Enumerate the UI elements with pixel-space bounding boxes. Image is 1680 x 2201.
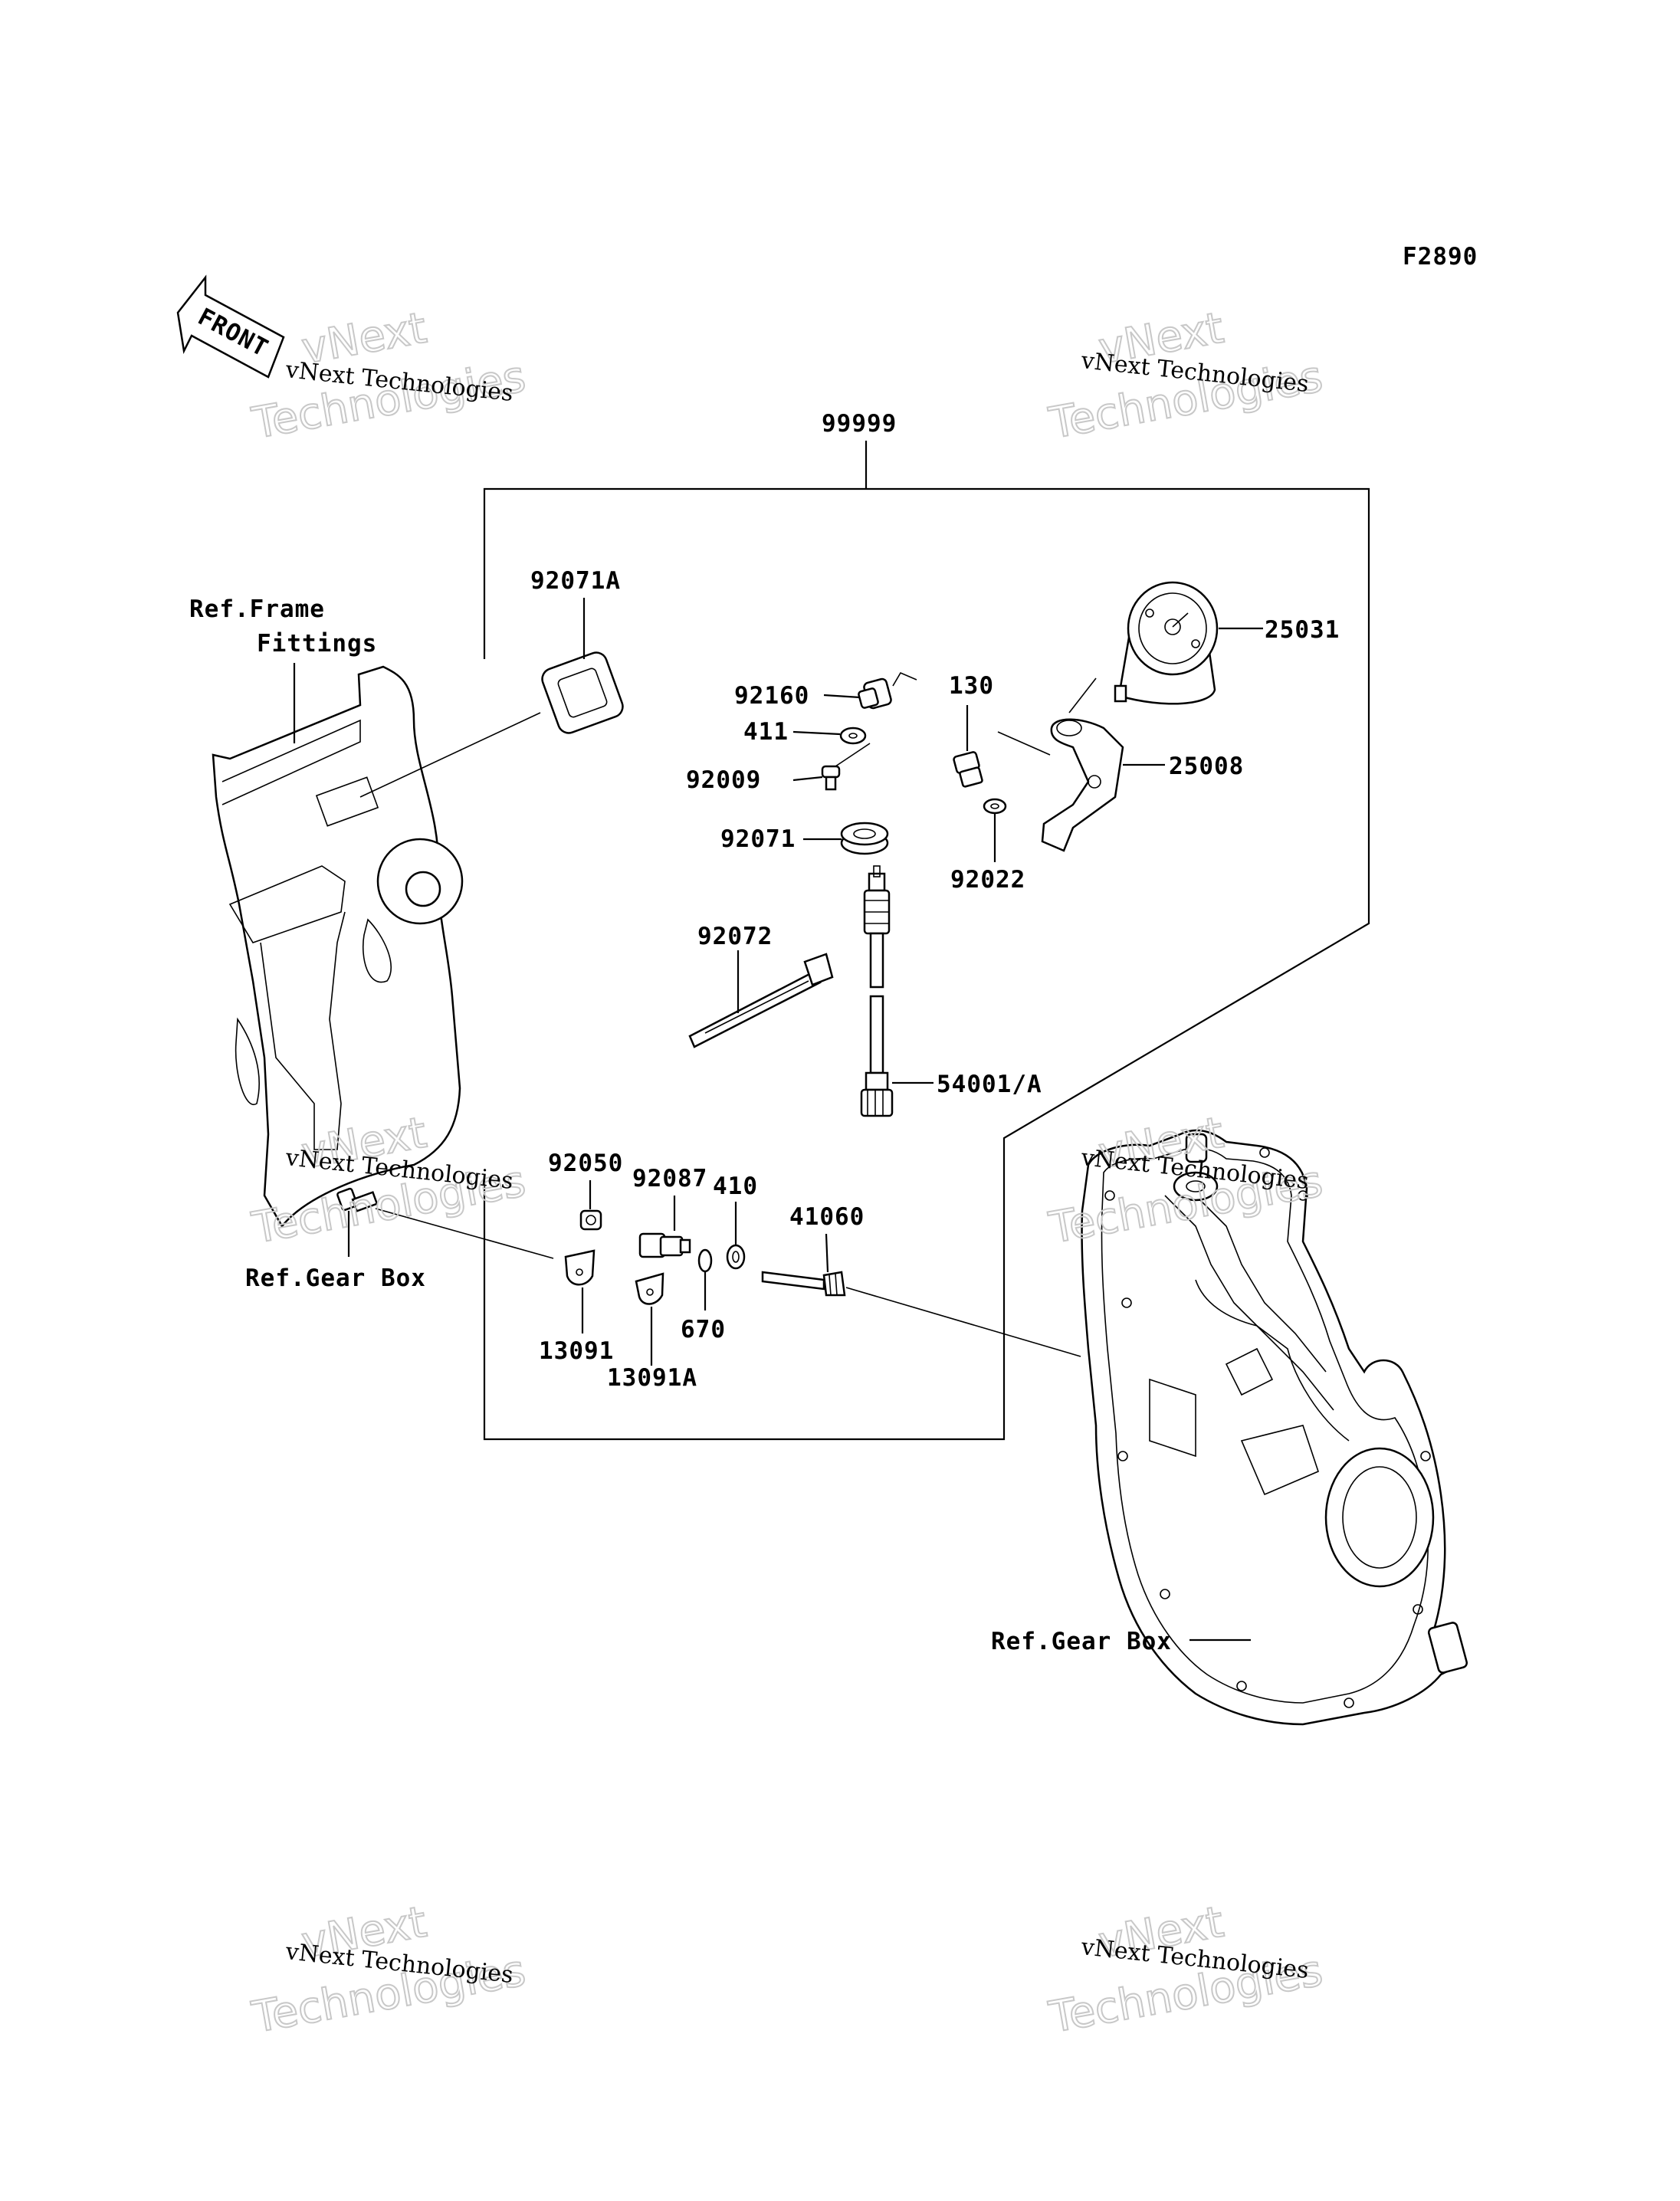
part-411-drawing bbox=[792, 727, 867, 745]
ref-gear-box-right: Ref.Gear Box bbox=[991, 1628, 1172, 1655]
part-92050-drawing bbox=[579, 1180, 602, 1231]
part-25008-drawing bbox=[1041, 718, 1165, 852]
figure-code: F2890 bbox=[1403, 243, 1478, 271]
part-92071A-drawing bbox=[359, 598, 624, 798]
label-92071A: 92071A bbox=[530, 567, 621, 595]
part-41060-drawing bbox=[761, 1233, 1081, 1357]
label-410: 410 bbox=[713, 1173, 758, 1200]
label-13091A: 13091A bbox=[607, 1364, 697, 1392]
part-92022-drawing bbox=[983, 798, 1007, 862]
part-130-drawing bbox=[953, 705, 1051, 788]
label-411: 411 bbox=[743, 718, 789, 746]
part-410-drawing bbox=[726, 1202, 746, 1270]
part-92009-drawing bbox=[792, 743, 871, 791]
label-92050: 92050 bbox=[548, 1150, 623, 1177]
label-54001A: 54001/A bbox=[937, 1071, 1042, 1098]
ref-gear-box-bolt-drawing bbox=[336, 1187, 554, 1259]
ref-fittings-label: Fittings bbox=[257, 630, 377, 658]
part-25031-drawing bbox=[1068, 581, 1263, 713]
part-92087-drawing bbox=[638, 1196, 691, 1258]
part-13091-drawing bbox=[564, 1249, 596, 1333]
part-54001A-drawing bbox=[860, 865, 934, 1117]
label-92160: 92160 bbox=[734, 682, 809, 710]
assembly-bracket bbox=[483, 441, 1370, 1441]
label-41060: 41060 bbox=[789, 1203, 865, 1231]
label-25031: 25031 bbox=[1265, 616, 1340, 644]
ref-frame-label: Ref.Frame bbox=[189, 595, 325, 623]
part-92160-drawing bbox=[823, 671, 917, 710]
ref-gear-box-left: Ref.Gear Box bbox=[245, 1265, 426, 1292]
label-130: 130 bbox=[949, 672, 994, 700]
label-92072: 92072 bbox=[697, 923, 773, 950]
label-92087: 92087 bbox=[632, 1165, 707, 1192]
label-670: 670 bbox=[681, 1316, 726, 1343]
label-13091: 13091 bbox=[539, 1337, 614, 1365]
part-13091A-drawing bbox=[635, 1272, 664, 1366]
front-arrow-icon: FRONT bbox=[176, 274, 285, 379]
part-92071-drawing bbox=[803, 822, 889, 855]
label-92071: 92071 bbox=[720, 825, 796, 853]
frame-fittings-drawing bbox=[212, 663, 464, 1228]
gear-box-cover-drawing bbox=[1081, 1129, 1468, 1726]
label-25008: 25008 bbox=[1169, 753, 1244, 780]
label-92022: 92022 bbox=[950, 866, 1025, 894]
label-99999: 99999 bbox=[822, 410, 897, 438]
part-670-drawing bbox=[697, 1248, 713, 1310]
part-92072-drawing bbox=[688, 950, 834, 1048]
label-92009: 92009 bbox=[686, 766, 761, 794]
